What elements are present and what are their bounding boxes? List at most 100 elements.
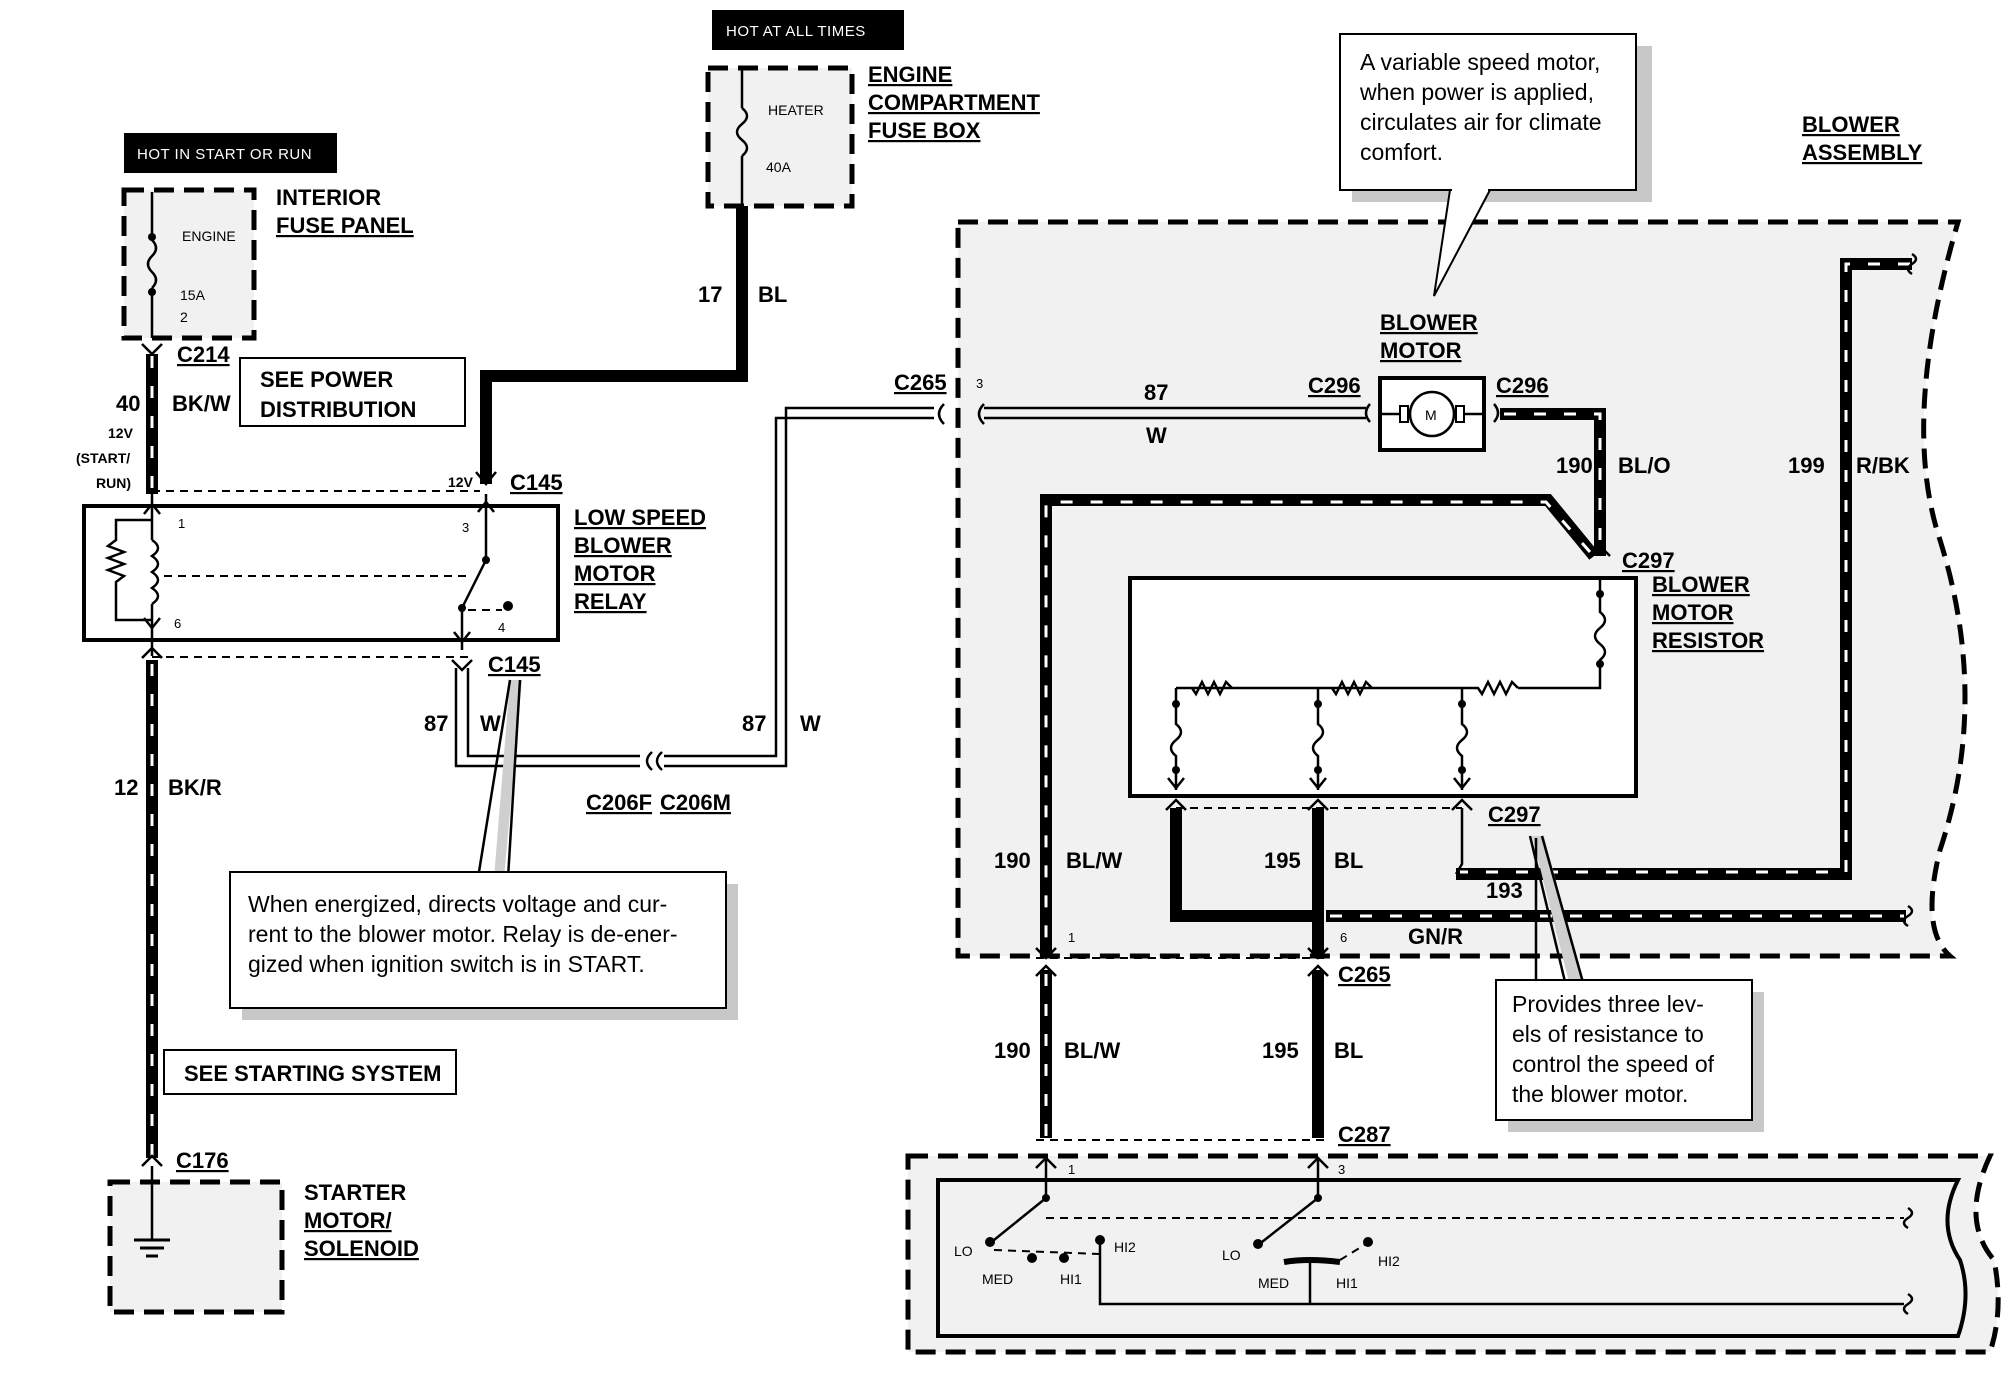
relay-pin-6: 6 [174, 616, 181, 631]
switch-left-symbol [985, 1160, 1904, 1306]
motor-callout-line-4: comfort. [1360, 139, 1443, 165]
connector-c145-bottom-label: C145 [488, 652, 541, 677]
wire-40-circuit: 40 [116, 391, 140, 416]
motor-callout-line-2: when power is applied, [1359, 79, 1594, 105]
relay-label-4: RELAY [574, 589, 647, 614]
wire-190-lower-circuit: 190 [994, 1038, 1031, 1063]
wire-87-top-circuit: 87 [1144, 380, 1168, 405]
relay-pin-3: 3 [462, 520, 469, 535]
wire-195-color: BL [1334, 848, 1363, 873]
connector-c297-top-label: C297 [1622, 548, 1675, 573]
wire-190-blw-short [1170, 808, 1318, 922]
relay-label-2: BLOWER [574, 533, 672, 558]
relay-callout-line-2: rent to the blower motor. Relay is de-en… [248, 921, 678, 947]
blower-motor-label-2: MOTOR [1380, 338, 1462, 363]
switch-right-lo: LO [1222, 1247, 1241, 1263]
motor-callout-line-3: circulates air for climate [1360, 109, 1602, 135]
relay-label-1: LOW SPEED [574, 505, 706, 530]
see-power-distribution-line-1[interactable]: SEE POWER [260, 367, 393, 392]
connector-c206m-label: C206M [660, 790, 731, 815]
wire-190-top-circuit: 190 [1556, 453, 1593, 478]
see-starting-system-text[interactable]: SEE STARTING SYSTEM [184, 1061, 442, 1086]
engine-fuse-box-label-2: COMPARTMENT [868, 90, 1040, 115]
interior-fuse-panel-label-1: INTERIOR [276, 185, 381, 210]
engine-fuse-box-label-3: FUSE BOX [868, 118, 981, 143]
see-starting-system-box [163, 1049, 457, 1095]
wire-193-gnr [1454, 808, 1464, 875]
resistor-callout-line-4: the blower motor. [1512, 1081, 1688, 1107]
wire-190-blw-circuit: 190 [994, 848, 1031, 873]
wire-195-lower-circuit: 195 [1262, 1038, 1299, 1063]
switch-left-med: MED [982, 1271, 1013, 1287]
engine-compartment-fuse-box [705, 65, 855, 209]
connector-c206-symbol [645, 751, 663, 771]
connector-c297-bottom-label: C297 [1488, 802, 1541, 827]
relay-pin-4: 4 [498, 620, 505, 635]
switch-left-hi1: HI1 [1060, 1271, 1082, 1287]
starter-motor-solenoid-box [107, 1179, 285, 1315]
wire-87-top-color: W [1146, 423, 1167, 448]
wire-87-w-lower [454, 668, 640, 768]
connector-c296-right-label: C296 [1496, 373, 1549, 398]
resistor-label-2: MOTOR [1652, 600, 1734, 625]
wire-87-mid-circuit: 87 [742, 711, 766, 736]
motor-callout-box [1339, 33, 1637, 191]
resistor-callout-line-1: Provides three lev- [1512, 991, 1704, 1017]
switch-right-med: MED [1258, 1275, 1289, 1291]
connector-c265-left-label: C265 [894, 370, 947, 395]
resistor-callout-box [1495, 979, 1753, 1121]
wire-195-lower-color: BL [1334, 1038, 1363, 1063]
switch-left-lo: LO [954, 1243, 973, 1259]
connector-c214-symbol [141, 343, 163, 356]
starter-ground-symbol [134, 1166, 170, 1258]
connector-c214-label: C214 [177, 342, 230, 367]
relay-switch-symbol [453, 494, 513, 650]
blower-motor-label-1: BLOWER [1380, 310, 1478, 335]
interior-fuse-symbol [146, 192, 158, 338]
pin-c265-3: 3 [976, 376, 983, 391]
wire-40-note-3: RUN) [96, 475, 131, 491]
wire-199-color: R/BK [1856, 453, 1910, 478]
wire-17-color: BL [758, 282, 787, 307]
wire-190-lower-color: BL/W [1064, 1038, 1120, 1063]
connector-c265-bottom-label: C265 [1338, 962, 1391, 987]
switch-left-hi2: HI2 [1114, 1239, 1136, 1255]
resistor-callout-line-3: control the speed of [1512, 1051, 1715, 1077]
pin-c287-3: 3 [1338, 1162, 1345, 1177]
starter-label-2: MOTOR/ [304, 1208, 392, 1233]
resistor-callout-line-2: els of resistance to [1512, 1021, 1704, 1047]
see-power-distribution-box [239, 357, 466, 427]
connector-c287-label: C287 [1338, 1122, 1391, 1147]
blower-assembly-label-1: BLOWER [1802, 112, 1900, 137]
resistor-network-symbol [1167, 578, 1607, 791]
wire-17-bl [480, 206, 748, 484]
switch-right-hi2: HI2 [1378, 1253, 1400, 1269]
pin-c265-1: 1 [1068, 930, 1075, 945]
pin-c265-6: 6 [1340, 930, 1347, 945]
wire-193-color: GN/R [1408, 924, 1463, 949]
connector-c176-label: C176 [176, 1148, 229, 1173]
relay-callout-line-3: gized when ignition switch is in START. [248, 951, 645, 977]
connector-c145-top-label: C145 [510, 470, 563, 495]
hot-at-all-times-tag [712, 10, 904, 50]
wire-12-color: BK/R [168, 775, 222, 800]
blower-switch-inner-box [936, 1178, 1968, 1338]
wire-87-relay-circuit: 87 [424, 711, 448, 736]
relay-label-3: MOTOR [574, 561, 656, 586]
connector-c206f-label: C206F [586, 790, 652, 815]
heater-fuse-name: HEATER [768, 102, 824, 118]
see-power-distribution-line-2[interactable]: DISTRIBUTION [260, 397, 416, 422]
wire-87-w-mid [664, 406, 934, 768]
starter-label-3: SOLENOID [304, 1236, 419, 1261]
interior-fuse-pin: 2 [180, 309, 188, 325]
interior-fuse-name: ENGINE [182, 228, 236, 244]
relay-callout-line-1: When energized, directs voltage and cur- [248, 891, 667, 917]
interior-fuse-panel-box [121, 187, 257, 341]
connector-c296-left-label: C296 [1308, 373, 1361, 398]
switch-right-hi1: HI1 [1336, 1275, 1358, 1291]
interior-fuse-rating: 15A [180, 287, 206, 303]
starter-label-1: STARTER [304, 1180, 406, 1205]
wire-195-circuit: 195 [1264, 848, 1301, 873]
wire-87-w-top [984, 406, 1366, 420]
